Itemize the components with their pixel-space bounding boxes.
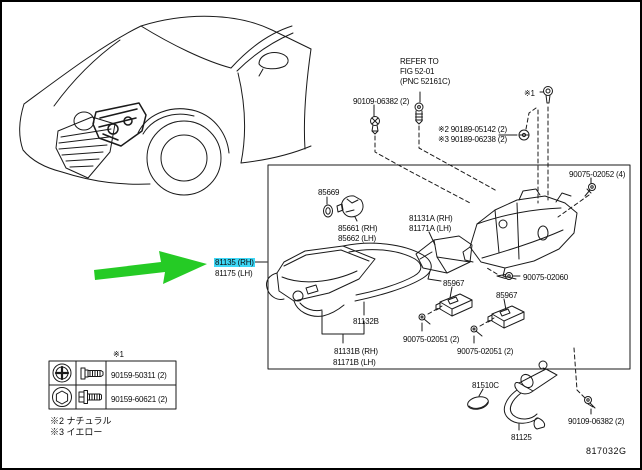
part-label-90075-02051-1[interactable]: 90075-02051 (2) bbox=[403, 335, 460, 344]
screw-icon-02052 bbox=[584, 183, 596, 197]
part-label-85661-rh[interactable]: 85661 (RH) bbox=[338, 224, 378, 233]
part-label-90075-02060[interactable]: 90075-02060 bbox=[523, 273, 568, 282]
refer-note-line1: REFER TO bbox=[400, 57, 439, 66]
refer-note-line3: (PNC 52161C) bbox=[400, 77, 451, 86]
part-label-85669[interactable]: 85669 bbox=[318, 188, 340, 197]
ecu-module-1-drawing bbox=[435, 293, 473, 317]
cap-81510c-drawing bbox=[467, 396, 489, 410]
screw-icon-02051-1 bbox=[418, 313, 431, 325]
refer-note-line2: FIG 52-01 bbox=[400, 67, 435, 76]
legend-table-frame bbox=[48, 360, 177, 410]
part-label-81171b-lh[interactable]: 81171B (LH) bbox=[333, 358, 376, 367]
bolt-icon-90109-bottom bbox=[584, 396, 596, 409]
bolt-icon-ref1 bbox=[543, 86, 553, 104]
front-wheel-drawing bbox=[137, 108, 230, 196]
foglamp-drawing bbox=[73, 111, 95, 131]
screw-icon-refer bbox=[414, 102, 424, 125]
retainer-81131a-drawing bbox=[415, 235, 473, 282]
highlight-arrow bbox=[94, 251, 207, 284]
screw-side-icon bbox=[80, 367, 104, 380]
screw-icon-02051-2 bbox=[470, 325, 483, 337]
screw-icon-ref23 bbox=[518, 129, 530, 141]
part-label-90075-02051-2[interactable]: 90075-02051 (2) bbox=[457, 347, 514, 356]
part-label-ref2-90189-05142[interactable]: ※2 90189-05142 (2) bbox=[438, 125, 507, 134]
headlamp-trim-81132b-drawing bbox=[342, 242, 432, 302]
car-sketch bbox=[19, 15, 312, 196]
bulb-socket-85661-drawing bbox=[336, 195, 364, 218]
part-label-85662-lh[interactable]: 85662 (LH) bbox=[338, 234, 377, 243]
part-label-85967-1[interactable]: 85967 bbox=[443, 279, 465, 288]
part-label-81175-lh[interactable]: 81175 (LH) bbox=[215, 269, 253, 278]
headlamp-on-car-drawing bbox=[92, 102, 147, 147]
dashed-leader-lines bbox=[374, 106, 590, 399]
bolt-side-icon bbox=[78, 390, 102, 404]
cord-81125-drawing bbox=[503, 360, 558, 430]
clip-icon-90109 bbox=[370, 116, 380, 135]
legend-part-number-row1[interactable]: 90159-50311 (2) bbox=[111, 371, 167, 380]
part-label-ref3-90189-06238[interactable]: ※3 90189-06238 (2) bbox=[438, 135, 507, 144]
hex-head-icon bbox=[52, 387, 72, 407]
part-label-81510c[interactable]: 81510C bbox=[472, 381, 499, 390]
part-label-90109-06382-bottom[interactable]: 90109-06382 (2) bbox=[568, 417, 625, 426]
highlighted-part-number: 81135 (RH) bbox=[214, 258, 255, 267]
legend-note-ref3-color: ※3 イエロー bbox=[50, 427, 103, 437]
diagram-code: 817032G bbox=[586, 446, 627, 456]
part-label-81132b[interactable]: 81132B bbox=[353, 317, 379, 326]
legend-part-number-row2[interactable]: 90159-60621 (2) bbox=[111, 395, 168, 404]
part-label-81131a-rh[interactable]: 81131A (RH) bbox=[409, 214, 453, 223]
headlamp-unit-drawing bbox=[266, 245, 376, 317]
support-bracket-drawing bbox=[462, 188, 578, 280]
legend-note-ref2-color: ※2 ナチュラル bbox=[50, 416, 112, 426]
grille-drawing bbox=[55, 116, 116, 179]
refer-note[interactable]: REFER TO FIG 52-01 (PNC 52161C) bbox=[400, 57, 450, 87]
ref1-mark: ※1 bbox=[524, 89, 535, 98]
ecu-module-2-drawing bbox=[487, 305, 525, 329]
grommet-85669-drawing bbox=[323, 204, 333, 218]
legend-header-ref1: ※1 bbox=[113, 350, 124, 359]
part-label-85967-2[interactable]: 85967 bbox=[496, 291, 518, 300]
part-label-81131b-rh[interactable]: 81131B (RH) bbox=[334, 347, 378, 356]
part-label-81135-rh-highlighted[interactable]: 81135 (RH) bbox=[214, 258, 255, 268]
part-label-90075-02052[interactable]: 90075-02052 (4) bbox=[569, 170, 626, 179]
part-label-81171a-lh[interactable]: 81171A (LH) bbox=[409, 224, 452, 233]
part-label-81125[interactable]: 81125 bbox=[511, 433, 532, 442]
phillips-head-icon bbox=[52, 363, 72, 383]
part-label-90109-06382-top[interactable]: 90109-06382 (2) bbox=[353, 97, 410, 106]
